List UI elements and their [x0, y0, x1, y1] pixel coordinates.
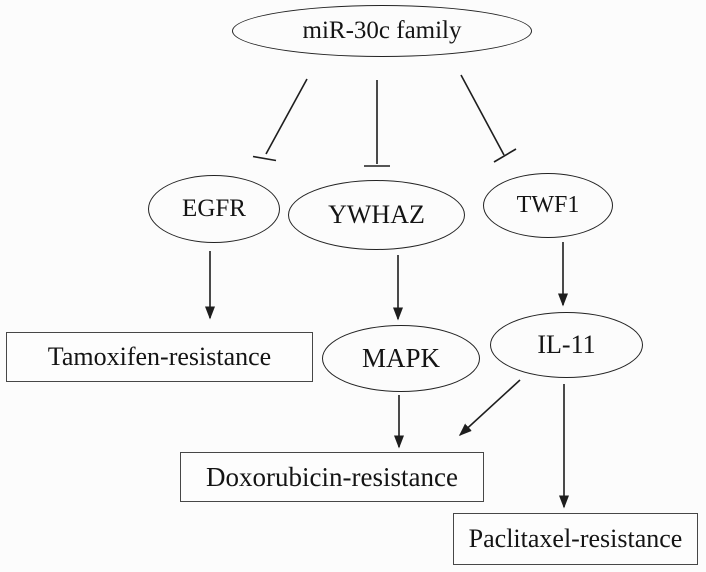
- node-doxorubicin-resistance-label: Doxorubicin-resistance: [206, 461, 458, 492]
- node-tamoxifen-resistance-label: Tamoxifen-resistance: [47, 342, 272, 372]
- edge-mir30c-egfr: [265, 78, 308, 155]
- node-egfr-label: EGFR: [182, 194, 246, 222]
- node-paclitaxel-resistance-label: Paclitaxel-resistance: [468, 524, 683, 554]
- node-egfr: EGFR: [148, 175, 280, 243]
- edge-mir30c-egfr-tbar: [252, 155, 277, 162]
- node-mapk-label: MAPK: [361, 343, 441, 374]
- node-mir-30c-family-label: miR-30c family: [302, 16, 462, 44]
- edge-mir30c-twf1-tbar: [493, 148, 517, 163]
- node-tamoxifen-resistance: Tamoxifen-resistance: [6, 332, 313, 382]
- edge-mir30c-twf1: [460, 74, 505, 156]
- node-il-11: IL-11: [490, 312, 643, 378]
- node-paclitaxel-resistance: Paclitaxel-resistance: [453, 513, 698, 565]
- node-ywhaz: YWHAZ: [288, 180, 465, 250]
- node-mapk: MAPK: [322, 325, 480, 392]
- node-twf1: TWF1: [483, 173, 613, 238]
- node-ywhaz-label: YWHAZ: [328, 200, 425, 230]
- edge-il11-doxorubicin: [458, 379, 521, 437]
- node-il-11-label: IL-11: [537, 330, 596, 360]
- node-doxorubicin-resistance: Doxorubicin-resistance: [180, 452, 484, 502]
- node-mir-30c-family: miR-30c family: [232, 5, 532, 57]
- node-twf1-label: TWF1: [516, 191, 580, 218]
